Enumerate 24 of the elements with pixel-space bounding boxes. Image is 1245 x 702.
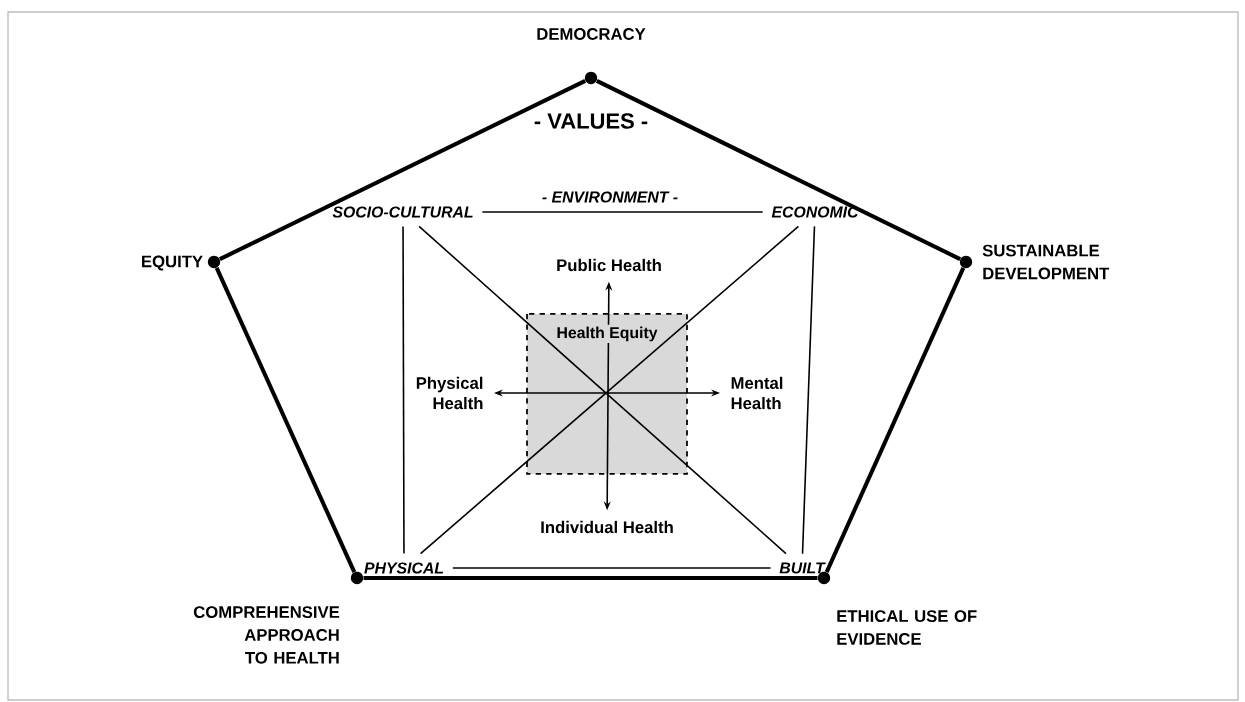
connector-line <box>481 211 764 213</box>
pentagon-side <box>214 267 357 573</box>
vertex-label: EQUITY <box>142 255 203 271</box>
connector-line <box>402 225 405 555</box>
connector-line <box>451 567 772 569</box>
connector-line <box>801 225 816 555</box>
axis-label: Physical Health <box>416 376 483 410</box>
axis-label: Individual Health <box>541 520 673 534</box>
vertex-label: DEMOCRACY <box>537 28 646 40</box>
corner-label: BUILT <box>779 562 826 574</box>
pentagon-side <box>363 575 818 580</box>
environment-heading: - ENVIRONMENT - <box>542 191 678 203</box>
values-heading: - VALUES - <box>534 113 648 129</box>
corner-label: ECONOMIC <box>771 206 859 218</box>
axis-label: Mental Health <box>731 376 783 410</box>
vertex-label: SUSTAINABLE DEVELOPMENT <box>982 244 1110 280</box>
corner-label: PHYSICAL <box>364 562 444 574</box>
pentagon-side <box>218 79 587 261</box>
axis-label: Public Health <box>557 258 661 272</box>
pentagon-side <box>595 79 962 261</box>
vertex-label: ETHICAL USE OF EVIDENCE <box>837 610 977 645</box>
vertex-label: COMPREHENSIVE APPROACH TO HEALTH <box>193 606 340 664</box>
corner-label: SOCIO-CULTURAL <box>332 206 473 218</box>
pentagon-side <box>824 267 966 573</box>
